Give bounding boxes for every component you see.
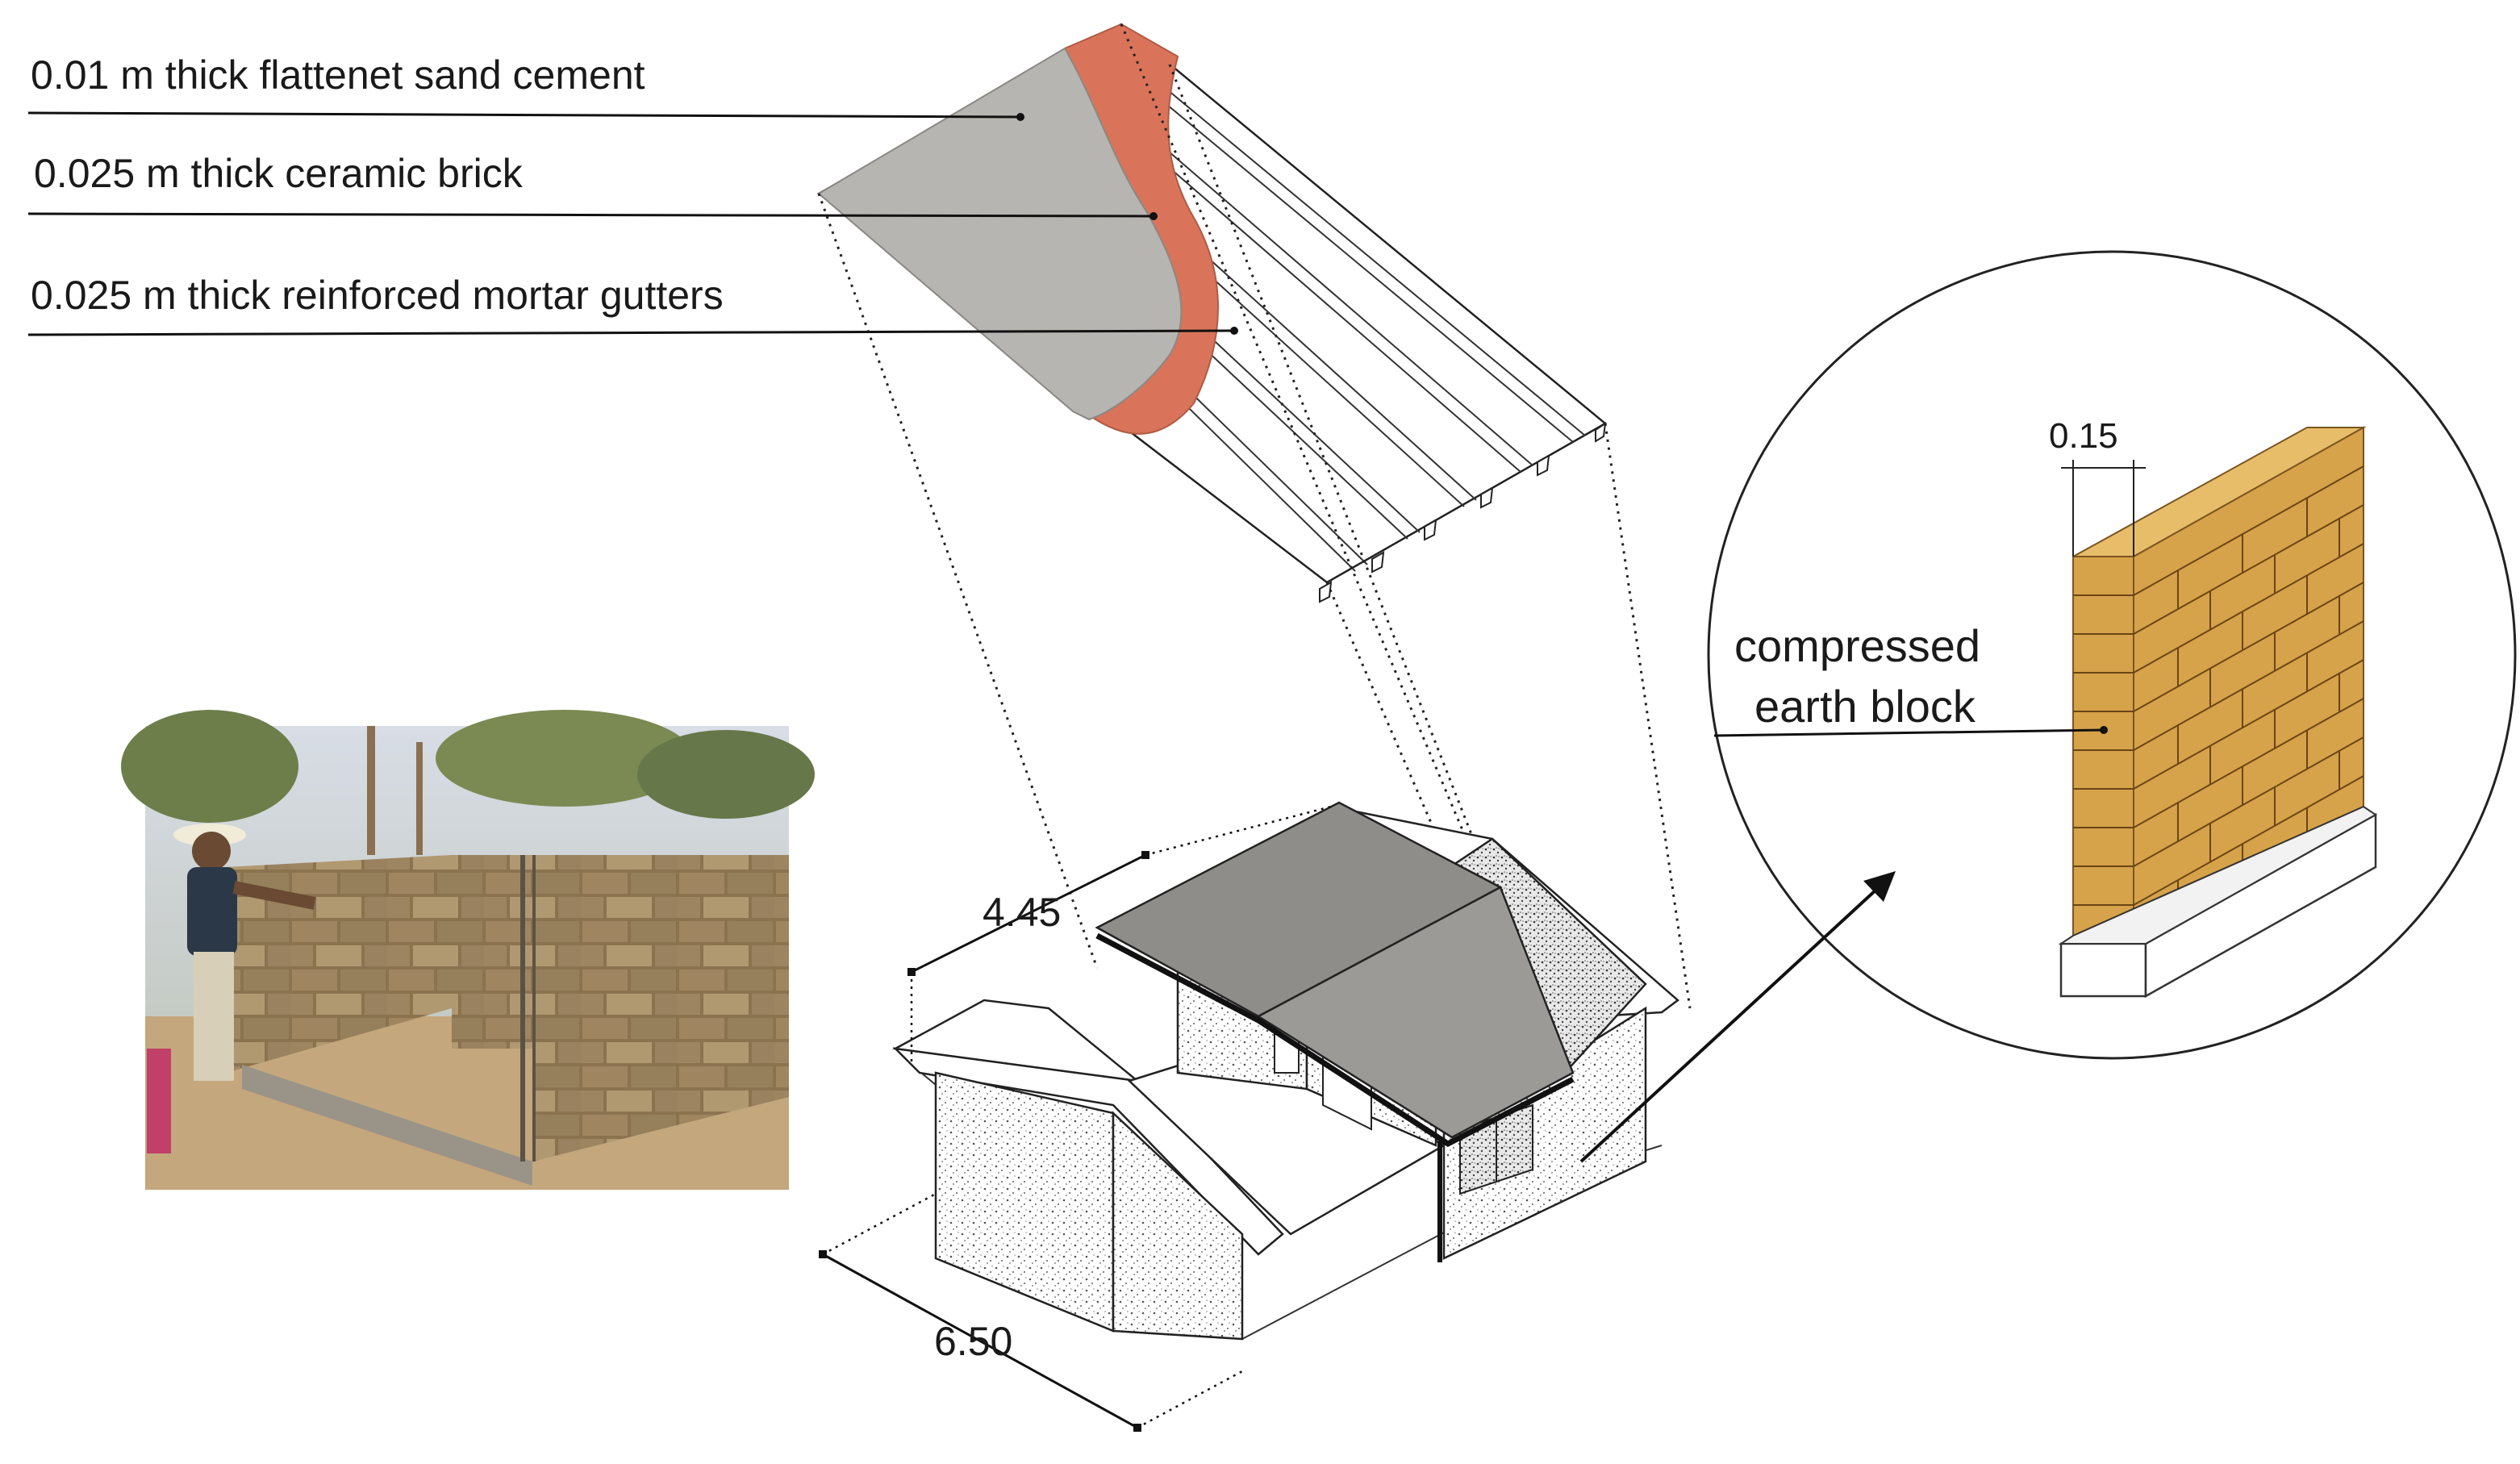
dimension-extension-lines: [822, 805, 1332, 1429]
sand-cement-layer: [817, 47, 1183, 421]
left-wing-side-wall: [1112, 1111, 1244, 1341]
layer-leaders: [27, 111, 1235, 336]
dimension-label-width: 4.45: [983, 890, 1061, 935]
layer-label-mortar-gutters: 0.025 m thick reinforced mortar gutters: [31, 273, 724, 318]
layer-label-ceramic-brick: 0.025 m thick ceramic brick: [34, 151, 524, 196]
detail-callout: 0.15 compressed earth block: [1707, 250, 2517, 1060]
layer-label-sand-cement: 0.01 m thick flattenet sand cement: [31, 52, 645, 98]
wall-thickness-dimension: [2061, 460, 2146, 557]
detail-label-line1: compressed: [1734, 620, 1980, 671]
foundation-block: [2059, 942, 2147, 998]
detail-label-line2: earth block: [1754, 681, 1976, 732]
roof-panel-exploded: [816, 23, 1608, 603]
detail-leader: [1713, 728, 2105, 737]
detail-arrow: [1579, 871, 1896, 1163]
leader-dots: [1016, 113, 1238, 335]
construction-photo: [121, 710, 815, 1190]
dimension-label-length: 6.50: [934, 1319, 1012, 1364]
gutter-profiles: [1319, 421, 1607, 603]
house-isometric: [892, 801, 1679, 1341]
projection-lines: [817, 23, 1692, 1074]
dimension-lines: [822, 853, 1146, 1429]
left-wing-front-wall: [934, 1071, 1115, 1333]
dimension-label-wall-thickness: 0.15: [2049, 416, 2118, 456]
main-roof-right: [1256, 886, 1575, 1139]
dimension-ticks: [819, 851, 1149, 1432]
